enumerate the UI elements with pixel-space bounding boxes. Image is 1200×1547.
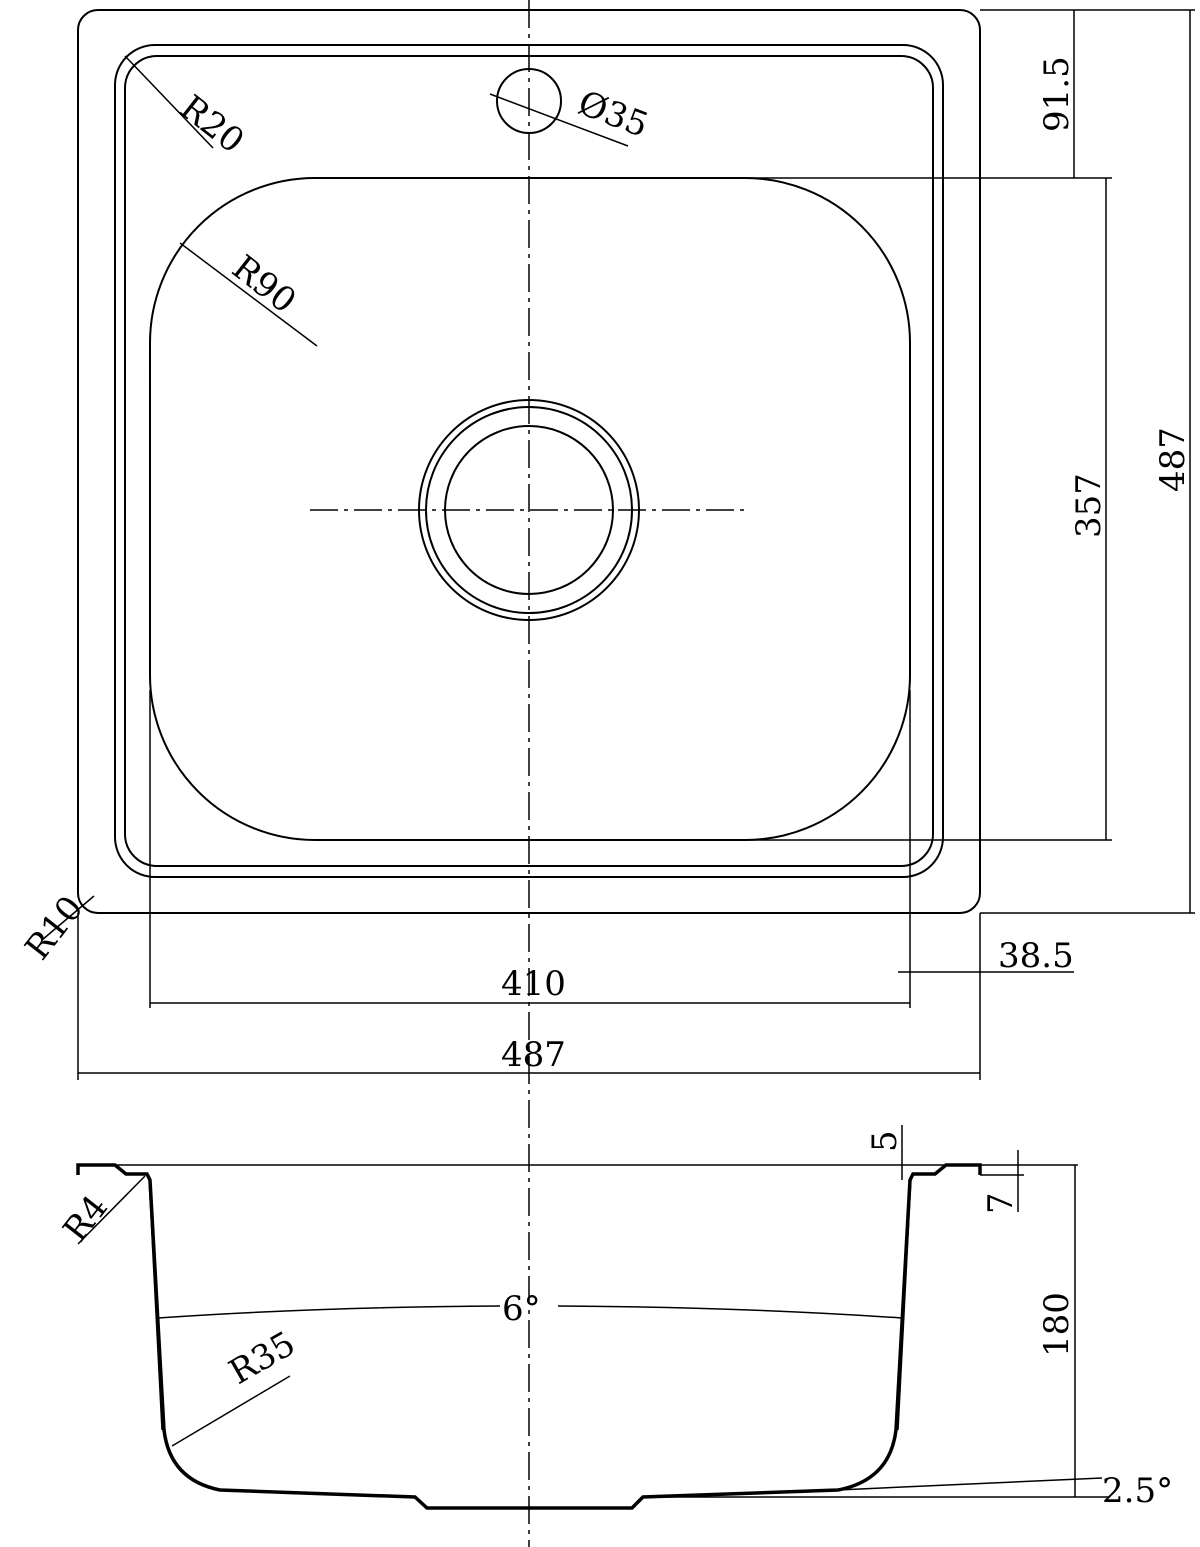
label-r20: R20 — [172, 88, 251, 162]
r90-leader — [179, 242, 318, 347]
label-r35: R35 — [223, 1324, 303, 1393]
label-tap-hole: Ø35 — [573, 83, 654, 146]
label-rim-drop: 7 — [981, 1192, 1021, 1214]
section-left-profile — [76, 1163, 982, 1510]
r35-leader — [171, 1375, 291, 1447]
section-inner-wall — [148, 1177, 912, 1431]
label-487-vertical: 487 — [1153, 427, 1193, 492]
bowl-outline — [149, 177, 911, 841]
top-view: R20 R90 R10 Ø35 91.5 357 487 410 487 38.… — [18, 0, 1195, 1547]
label-91-5: 91.5 — [1037, 56, 1077, 132]
label-357: 357 — [1069, 473, 1109, 538]
label-r90: R90 — [224, 248, 303, 322]
label-r4: R4 — [56, 1188, 117, 1250]
label-bottom-slope: 2.5° — [1102, 1471, 1173, 1511]
bowl-bottom-edge — [149, 690, 911, 876]
label-410: 410 — [501, 964, 566, 1004]
r20-leader — [124, 55, 214, 149]
section-view: 5 7 R4 R35 6° 180 2.5° — [56, 1125, 1173, 1511]
tap-hole-leader — [489, 93, 629, 147]
label-wall-angle: 6° — [502, 1289, 541, 1329]
label-38-5: 38.5 — [998, 936, 1074, 976]
label-rim-thickness: 5 — [865, 1130, 905, 1152]
r4-leader — [77, 1175, 146, 1245]
label-487-horizontal: 487 — [501, 1035, 566, 1075]
wall-angle-arc-right — [557, 1305, 903, 1319]
label-depth: 180 — [1037, 1292, 1077, 1357]
r10-leader — [41, 895, 95, 941]
wall-angle-arc-left — [157, 1305, 501, 1319]
bottom-slope-leader — [837, 1477, 1103, 1491]
